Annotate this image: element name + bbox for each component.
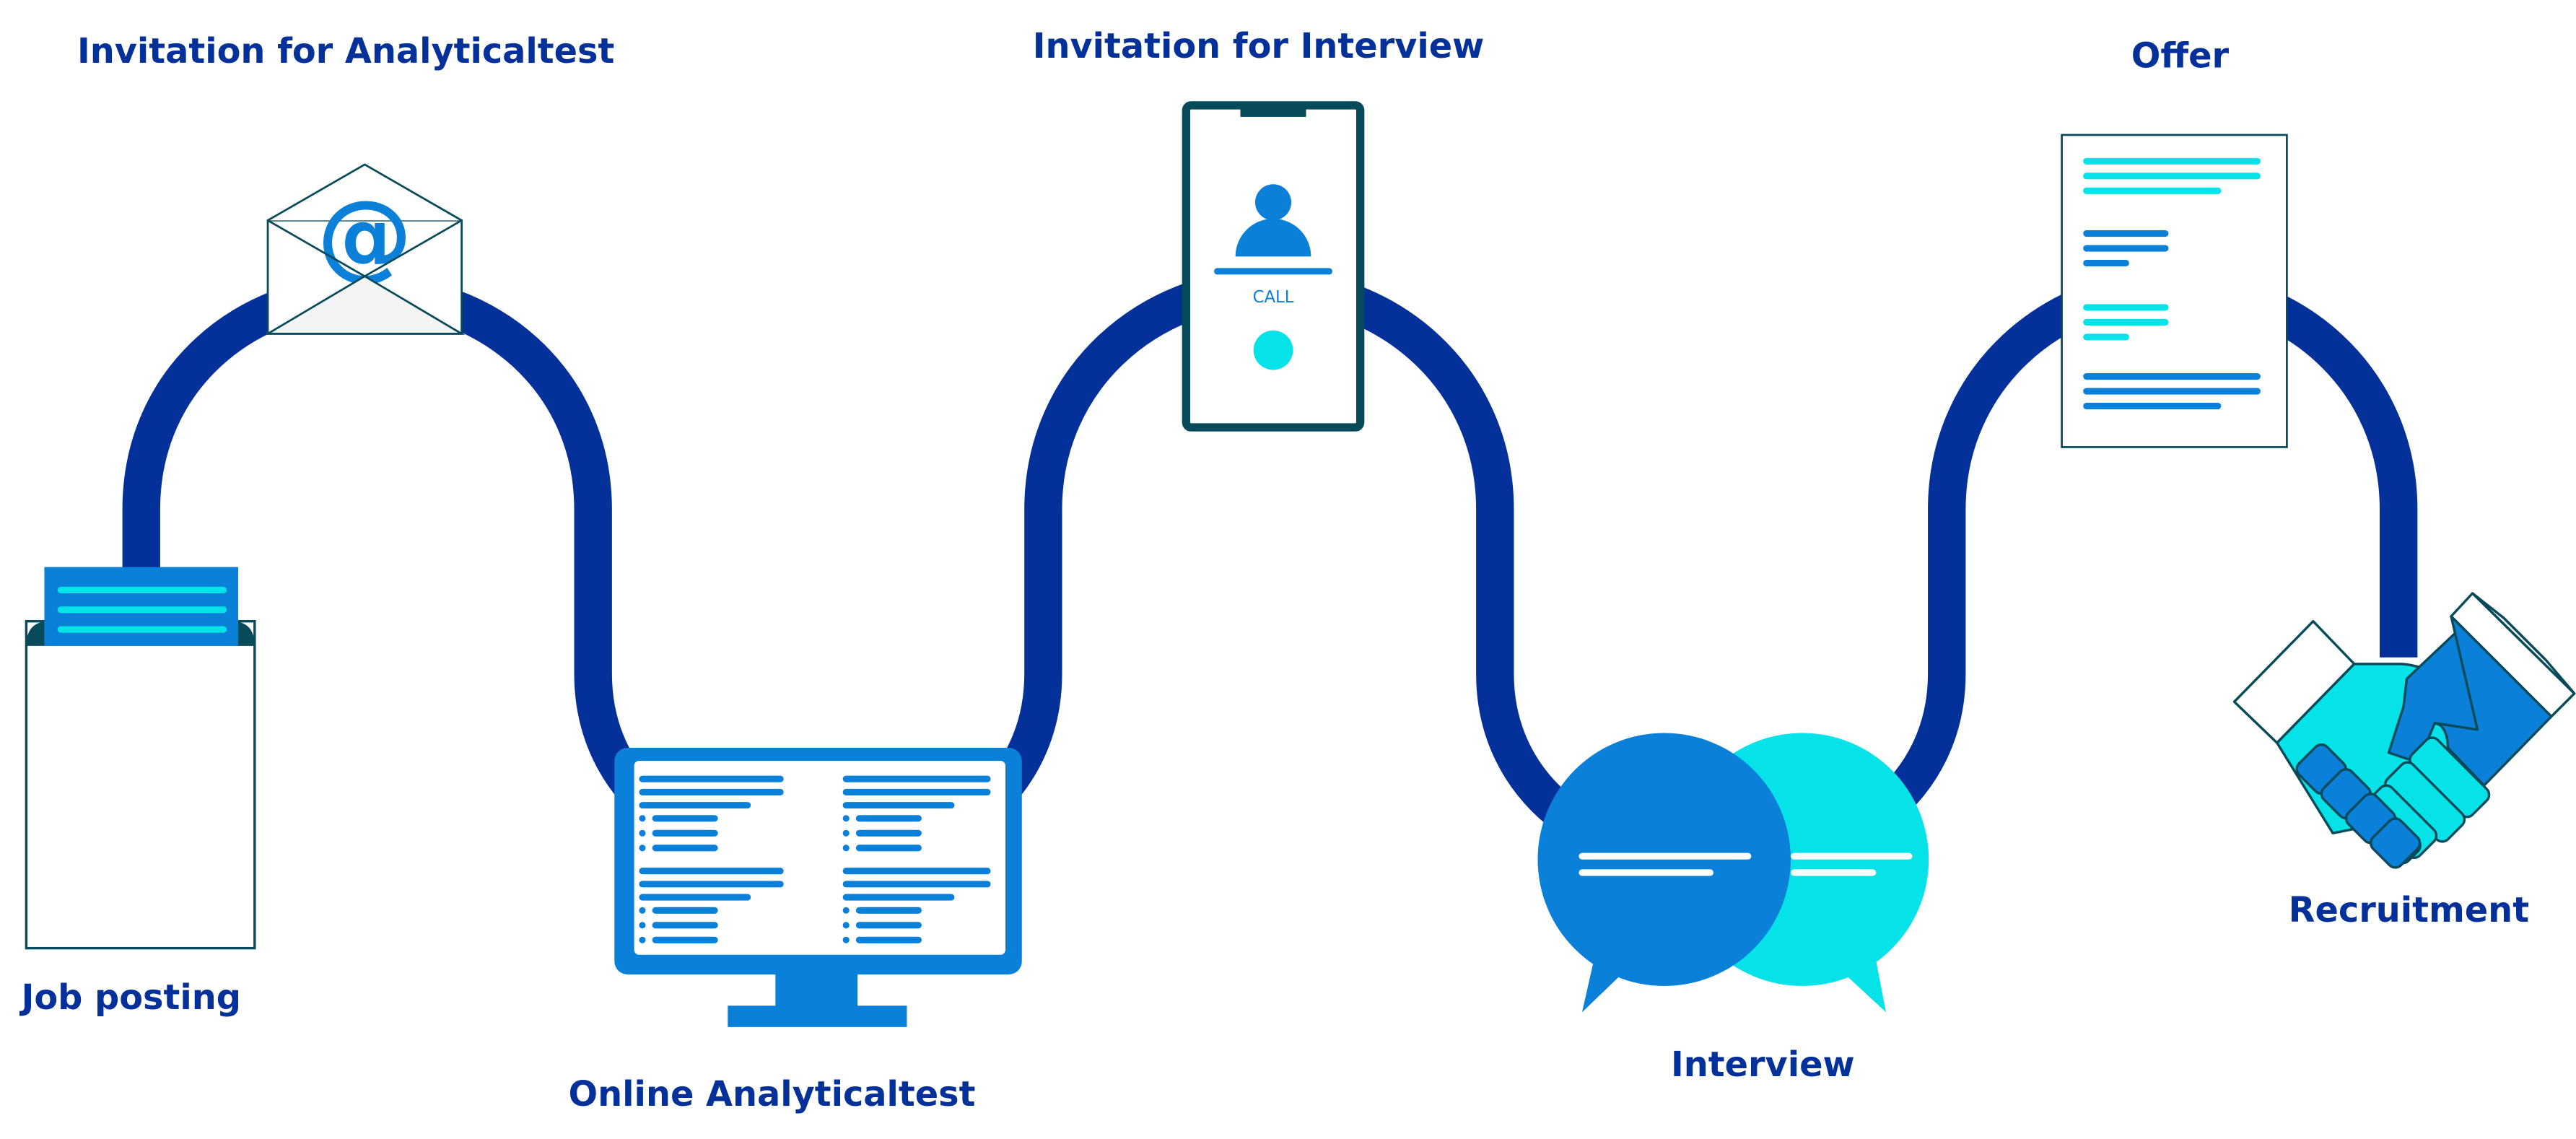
label-invitation-interview: Invitation for Interview (1033, 27, 1485, 66)
call-button-icon (1253, 330, 1293, 370)
job-posting-icon (25, 567, 256, 950)
envelope-icon: @ (264, 163, 466, 335)
monitor-icon (614, 747, 1022, 1027)
phone-icon: CALL (1182, 101, 1365, 432)
screen-text-lines (639, 775, 991, 943)
at-symbol-icon: @ (317, 180, 412, 291)
handshake-icon (2232, 592, 2576, 869)
label-job-posting: Job posting (19, 978, 241, 1018)
speech-bubbles-icon (1537, 733, 1929, 1013)
label-invitation-analyticaltest: Invitation for Analyticaltest (77, 32, 614, 71)
offer-document-icon (2061, 134, 2288, 448)
person-head-icon (1254, 184, 1292, 221)
person-body-icon (1235, 219, 1311, 257)
label-recruitment: Recruitment (2289, 891, 2529, 930)
label-online-analyticaltest: Online Analyticaltest (569, 1075, 976, 1114)
label-interview: Interview (1671, 1045, 1855, 1085)
label-offer: Offer (2131, 37, 2230, 77)
call-label: CALL (1253, 288, 1294, 307)
